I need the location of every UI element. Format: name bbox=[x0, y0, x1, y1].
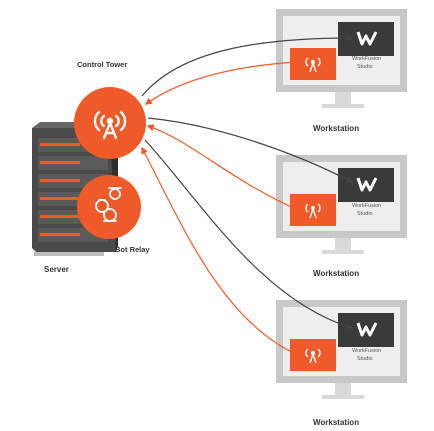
workfusion-logo-icon bbox=[356, 322, 378, 337]
broadcast-tower-icon bbox=[305, 57, 321, 73]
broadcast-tower-icon bbox=[305, 348, 321, 364]
connector-tower-to-ws3-gray bbox=[144, 139, 354, 330]
workstation-1-label: Workstation bbox=[313, 124, 359, 133]
svg-text:WorkFusion Studio: WorkFusion Studio bbox=[352, 56, 383, 70]
connectors bbox=[141, 34, 354, 356]
workstation-1: WorkFusion Studio bbox=[276, 9, 407, 108]
broadcast-tower-icon bbox=[93, 110, 127, 140]
control-tower-node bbox=[74, 87, 146, 159]
workfusion-logo-icon bbox=[356, 177, 378, 192]
bot-relay-label: Bot Relay bbox=[115, 245, 150, 254]
workstation-2: WorkFusion Studio bbox=[276, 155, 407, 254]
workstation-3: WorkFusion Studio bbox=[276, 300, 407, 399]
connector-tower-to-ws2-gray bbox=[147, 117, 354, 183]
workstation-2-label: Workstation bbox=[313, 269, 359, 278]
connector-ws3-to-tower-orange bbox=[141, 146, 299, 356]
connector-ws1-to-tower-orange bbox=[144, 61, 299, 105]
control-tower-label: Control Tower bbox=[77, 60, 127, 69]
connector-ws2-to-tower-orange bbox=[146, 124, 299, 211]
robot-faces-icon bbox=[95, 187, 122, 222]
workfusion-logo-icon bbox=[356, 31, 378, 46]
svg-text:WorkFusion Studio: WorkFusion Studio bbox=[352, 203, 383, 217]
workstation-3-label: Workstation bbox=[313, 418, 359, 427]
broadcast-tower-icon bbox=[305, 203, 321, 219]
bot-relay-node bbox=[77, 175, 141, 239]
server-label: Server bbox=[44, 265, 69, 274]
connector-tower-to-ws1-gray bbox=[141, 34, 354, 97]
svg-text:WorkFusion Studio: WorkFusion Studio bbox=[352, 348, 383, 362]
